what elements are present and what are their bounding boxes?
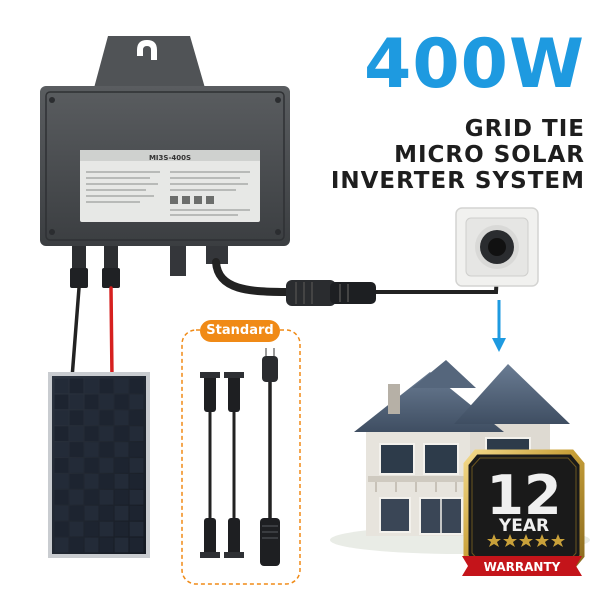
solar-cell — [99, 537, 114, 553]
solar-cell — [84, 378, 99, 394]
solar-cell — [99, 394, 114, 410]
ac-plug-cable — [260, 348, 280, 566]
mc4-connectors — [200, 372, 244, 558]
solar-cell — [84, 394, 99, 410]
solar-cell — [54, 537, 69, 553]
headline-line-1: GRID TIE — [464, 116, 585, 142]
solar-cell — [129, 458, 144, 473]
warranty-ribbon — [462, 556, 582, 576]
solar-cell — [114, 474, 129, 489]
solar-cell — [114, 410, 129, 426]
solar-cell — [69, 505, 84, 521]
solar-cell — [114, 394, 129, 410]
solar-cell — [54, 378, 69, 394]
solar-cell — [54, 474, 69, 489]
power-rating-title: 400W — [364, 25, 585, 104]
dc-cables — [70, 286, 114, 380]
wall-socket — [455, 207, 539, 287]
solar-cell — [129, 474, 144, 489]
mounting-bracket — [94, 36, 205, 88]
solar-cell — [84, 505, 99, 521]
solar-cell — [84, 474, 99, 489]
solar-cell — [129, 537, 144, 553]
solar-cell — [99, 474, 114, 489]
ground-post — [170, 246, 186, 276]
solar-cell — [84, 489, 99, 505]
solar-cell — [129, 442, 144, 457]
solar-cell — [99, 505, 114, 521]
solar-cell — [54, 521, 69, 537]
solar-cell — [84, 537, 99, 553]
solar-cell — [69, 394, 84, 410]
solar-cell — [69, 410, 84, 426]
ac-output-port — [206, 246, 228, 264]
warranty-year: YEAR — [498, 516, 549, 536]
solar-cell — [99, 442, 114, 457]
solar-cell — [69, 458, 84, 473]
solar-cell — [99, 521, 114, 537]
solar-cell — [69, 378, 84, 394]
solar-cell — [129, 489, 144, 505]
warranty-stars — [487, 534, 565, 547]
solar-cell — [114, 458, 129, 473]
solar-cell — [99, 410, 114, 426]
solar-cell — [69, 489, 84, 505]
solar-cell — [114, 537, 129, 553]
solar-cell — [114, 426, 129, 441]
solar-cell — [129, 410, 144, 426]
solar-cell — [54, 394, 69, 410]
solar-cell — [69, 442, 84, 457]
standard-badge: Standard — [200, 320, 280, 342]
solar-cell — [69, 521, 84, 537]
solar-cell — [99, 458, 114, 473]
solar-cell — [99, 489, 114, 505]
solar-cell — [129, 426, 144, 441]
grid-flow-arrow — [492, 300, 506, 352]
solar-cell — [54, 489, 69, 505]
solar-cell — [54, 442, 69, 457]
headline-line-3: INVERTER SYSTEM — [330, 168, 585, 194]
solar-cell — [129, 394, 144, 410]
dc-connectors — [70, 246, 120, 288]
solar-cell — [114, 378, 129, 394]
solar-cell — [54, 426, 69, 441]
solar-cell — [84, 410, 99, 426]
solar-cell — [114, 505, 129, 521]
solar-cell — [114, 442, 129, 457]
spec-label — [80, 150, 260, 222]
solar-cell — [54, 410, 69, 426]
headline-line-2: MICRO SOLAR — [394, 142, 585, 168]
solar-cell — [54, 458, 69, 473]
solar-cell — [114, 489, 129, 505]
solar-cell — [84, 442, 99, 457]
solar-cell — [84, 458, 99, 473]
solar-cell — [69, 426, 84, 441]
warranty-badge — [462, 449, 585, 576]
solar-cell — [84, 426, 99, 441]
warranty-ribbon-text: WARRANTY — [484, 560, 561, 574]
solar-cell — [129, 505, 144, 521]
solar-cell — [69, 537, 84, 553]
solar-panel — [48, 372, 150, 558]
solar-cell — [69, 474, 84, 489]
solar-cell — [84, 521, 99, 537]
solar-cell — [114, 521, 129, 537]
accessories-frame — [181, 329, 301, 585]
inverter-model-label: MI3S-400S — [149, 154, 191, 162]
solar-cell — [99, 426, 114, 441]
solar-cell — [54, 505, 69, 521]
trunk-connector — [286, 280, 376, 306]
solar-cell — [129, 378, 144, 394]
solar-cell — [129, 521, 144, 537]
solar-cell — [99, 378, 114, 394]
warranty-number: 12 — [486, 464, 561, 527]
micro-inverter — [40, 36, 290, 288]
